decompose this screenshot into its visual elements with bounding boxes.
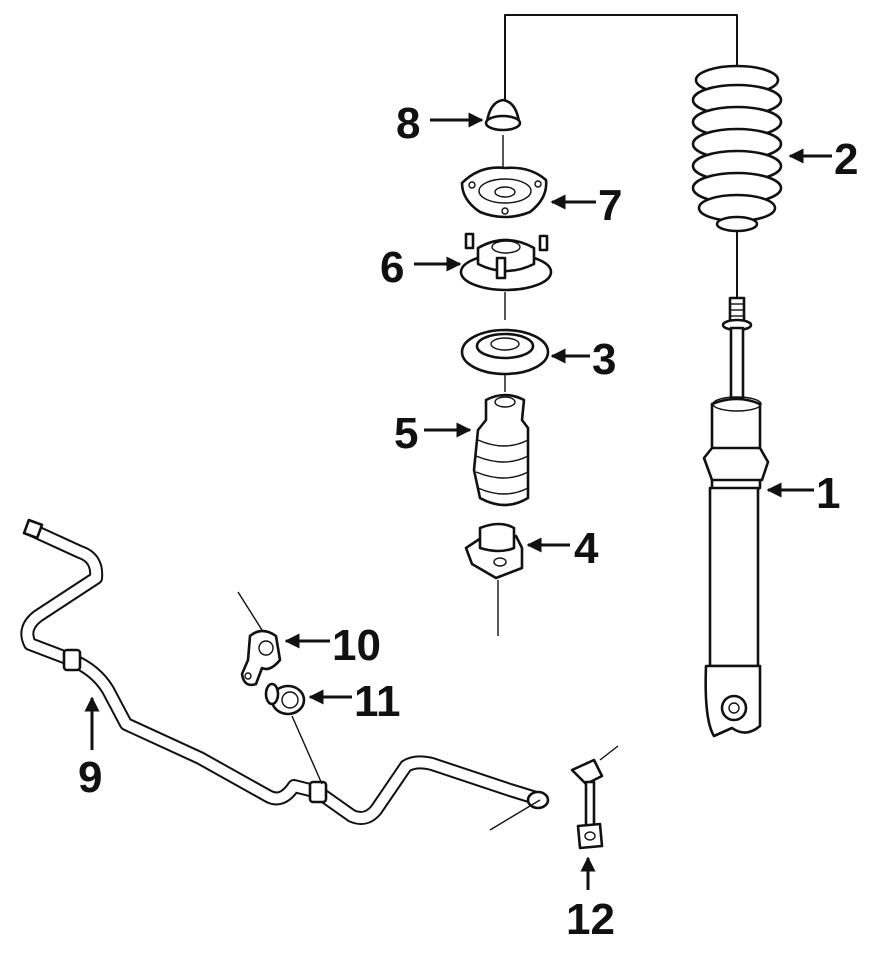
part-10-stabilizer-bracket[interactable] [237, 591, 282, 687]
callout-3[interactable]: 3 [592, 335, 616, 384]
callout-8[interactable]: 8 [396, 99, 420, 148]
callout-arrows [84, 112, 832, 890]
part-8-upper-cap[interactable] [484, 98, 522, 132]
part-2-coil-spring[interactable] [691, 64, 783, 233]
callout-12[interactable]: 12 [566, 895, 615, 944]
part-7-upper-plate[interactable] [460, 166, 548, 219]
callout-labels: 1 2 3 4 5 6 7 8 9 10 11 12 [78, 99, 858, 944]
callout-5[interactable]: 5 [394, 409, 418, 458]
part-6-strut-mount[interactable] [459, 232, 553, 292]
callout-4[interactable]: 4 [574, 524, 599, 573]
callout-6[interactable]: 6 [380, 243, 404, 292]
part-9-stabilizer-bar[interactable] [20, 518, 550, 825]
callout-1[interactable]: 1 [816, 469, 840, 518]
assembly-bracket-line [504, 14, 738, 301]
callout-7[interactable]: 7 [598, 181, 622, 230]
part-5-bump-stop[interactable] [472, 393, 530, 507]
part-4-lower-mount[interactable] [464, 522, 524, 580]
callout-2[interactable]: 2 [834, 135, 858, 184]
part-11-stabilizer-bushing[interactable] [264, 682, 323, 785]
part-1-shock-absorber[interactable] [702, 296, 770, 738]
part-3-spring-seat[interactable] [460, 328, 550, 376]
callout-9[interactable]: 9 [78, 753, 102, 802]
callout-11[interactable]: 11 [354, 677, 401, 726]
callout-10[interactable]: 10 [332, 621, 381, 670]
part-12-stabilizer-link[interactable] [489, 745, 619, 850]
